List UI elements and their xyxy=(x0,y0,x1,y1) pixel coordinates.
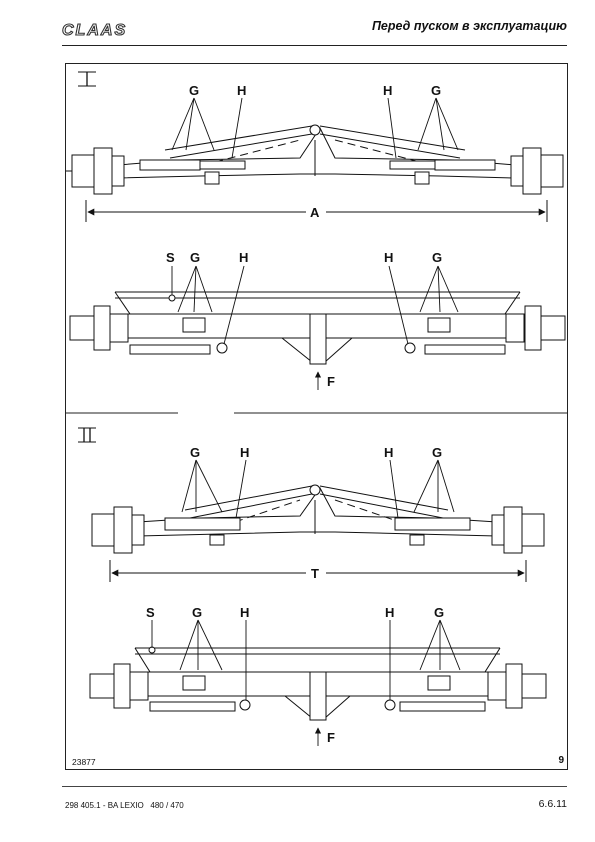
dimension-a-label: A xyxy=(310,205,320,220)
label-h: H xyxy=(239,250,248,265)
footer-divider xyxy=(62,786,567,787)
header-divider xyxy=(62,45,567,46)
label-g: G xyxy=(432,250,442,265)
variant-i-marker: I xyxy=(78,71,101,87)
variant-ii-label: II xyxy=(100,439,101,441)
dimension-a: A xyxy=(85,200,548,222)
dimension-t: T xyxy=(109,560,527,582)
label-g: G xyxy=(434,605,444,620)
dimension-t-label: T xyxy=(311,566,319,581)
label-h: H xyxy=(384,445,393,460)
figure-number: 23877 xyxy=(72,757,96,767)
axle-i-plan-view xyxy=(69,291,566,365)
claas-logo: CLAAS xyxy=(62,22,127,38)
label-h: H xyxy=(383,83,392,98)
figure-badge: 9 xyxy=(558,755,564,766)
footer-page-number: 6.6.11 xyxy=(538,798,567,810)
label-f: F xyxy=(327,730,335,745)
label-h: H xyxy=(385,605,394,620)
label-g: G xyxy=(189,83,199,98)
footer-document-id: 298 405.1 - BA LEXIO 480 / 470 xyxy=(65,801,184,810)
label-f: F xyxy=(327,374,335,389)
label-g: G xyxy=(190,250,200,265)
axle-i-front-view xyxy=(66,124,564,195)
label-h: H xyxy=(237,83,246,98)
figure-frame xyxy=(65,63,568,770)
label-s: S xyxy=(146,605,155,620)
variant-ii-marker: II xyxy=(78,427,101,443)
label-h: H xyxy=(384,250,393,265)
variant-i-label: I xyxy=(100,83,101,85)
label-h: H xyxy=(240,445,249,460)
section-title: Перед пуском в эксплуатацию xyxy=(371,19,567,33)
label-g: G xyxy=(192,605,202,620)
brand-text: CLAAS xyxy=(62,22,127,38)
label-g: G xyxy=(432,445,442,460)
label-g: G xyxy=(431,83,441,98)
label-s: S xyxy=(166,250,175,265)
axle-ii-plan-view xyxy=(89,646,547,721)
label-g: G xyxy=(190,445,200,460)
label-h: H xyxy=(240,605,249,620)
axle-ii-front-view xyxy=(91,484,545,554)
